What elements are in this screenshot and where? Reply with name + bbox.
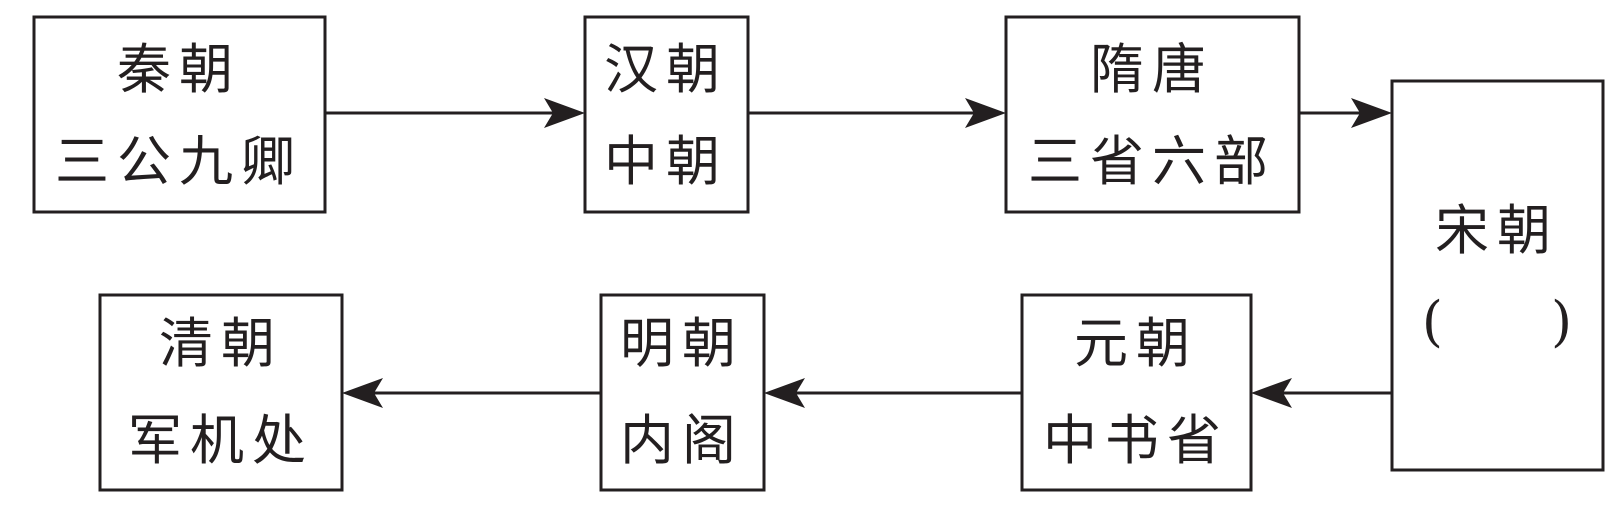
node-qin-box [32,15,327,214]
node-qin-system: 三公九卿 [55,130,303,193]
node-yuan: 元朝 中书省 [1020,293,1253,492]
node-ming: 明朝 内阁 [599,293,766,492]
node-suitang: 隋唐 三省六部 [1004,15,1301,214]
node-qin-title: 秦朝 [117,38,241,101]
node-suitang-title: 隋唐 [1090,38,1214,101]
node-song-blank: ( ) [1422,290,1572,353]
arrow-qin-to-han-head [544,98,585,128]
node-song-title: 宋朝 [1435,199,1559,262]
node-yuan-title: 元朝 [1074,312,1198,375]
node-ming-system: 内阁 [620,409,744,472]
arrow-ming-to-qing [342,378,601,408]
node-qing-box [98,293,344,492]
node-qing: 清朝 军机处 [98,293,344,492]
node-yuan-box [1020,293,1253,492]
node-yuan-system: 中书省 [1043,409,1229,472]
node-qin: 秦朝 三公九卿 [32,15,327,214]
node-qing-title: 清朝 [159,312,283,375]
node-han-title: 汉朝 [604,38,728,101]
node-han: 汉朝 中朝 [583,15,750,214]
node-ming-title: 明朝 [620,312,744,375]
node-ming-box [599,293,766,492]
arrow-song-to-yuan-head [1251,378,1292,408]
arrow-yuan-to-ming [764,378,1022,408]
node-suitang-system: 三省六部 [1028,130,1276,193]
node-song: 宋朝 ( ) [1390,79,1605,472]
node-han-system: 中朝 [604,130,728,193]
arrow-suitang-to-song [1299,98,1392,128]
node-han-box [583,15,750,214]
arrow-qin-to-han [325,98,585,128]
arrow-han-to-suitang-head [965,98,1006,128]
arrow-han-to-suitang [748,98,1006,128]
arrow-suitang-to-song-head [1351,98,1392,128]
node-suitang-box [1004,15,1301,214]
node-qing-system: 军机处 [128,409,314,472]
node-song-box [1390,79,1605,472]
arrow-song-to-yuan [1251,378,1392,408]
arrow-yuan-to-ming-head [764,378,805,408]
arrow-ming-to-qing-head [342,378,383,408]
